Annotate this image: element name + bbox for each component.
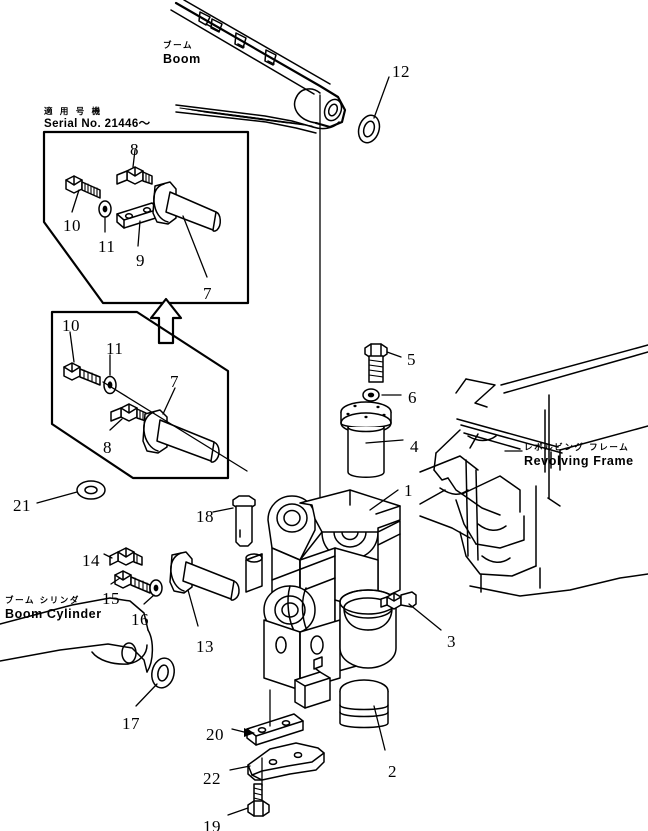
part-2-bushing [339, 679, 389, 751]
callout-17: 17 [122, 714, 140, 733]
part-5-bolt [364, 343, 402, 383]
inset-lower-fastener-8 [109, 403, 147, 431]
serial-number-note: 適 用 号 機 Serial No. 21446～ [44, 107, 151, 131]
inset-lower-bolt-10 [63, 331, 101, 386]
part-17-washer [135, 657, 175, 707]
part-21-washer [36, 480, 106, 504]
callout-8-upper: 8 [130, 140, 139, 159]
part-14-fastener [103, 547, 143, 566]
callout-6: 6 [408, 388, 417, 407]
callout-16: 16 [131, 610, 149, 629]
part-19-bolt [227, 783, 270, 817]
boom-cylinder-graphic [0, 597, 154, 673]
label-boom-en: Boom [163, 51, 201, 66]
callout-11-upper: 11 [98, 237, 116, 256]
part-4-pin [340, 401, 404, 478]
part-16-washer [143, 579, 163, 605]
callout-20: 20 [206, 725, 224, 744]
inset-upper-fastener-8 [116, 149, 153, 185]
callout-21: 21 [13, 496, 31, 515]
bracket-pin-detail [245, 553, 263, 593]
callout-9: 9 [136, 251, 145, 270]
callout-14: 14 [82, 551, 100, 570]
revolving-frame-graphic [419, 344, 648, 597]
inset-upper-bolt-10 [65, 175, 101, 213]
part-6-washer [362, 388, 402, 402]
inset-box-lower [50, 310, 248, 480]
part-22-curved-shim [229, 742, 325, 781]
part-20-shim [231, 713, 304, 746]
callout-8-lower: 8 [103, 438, 112, 457]
callout-10-lower: 10 [62, 316, 80, 335]
inset-lower-pin-7 [142, 387, 220, 463]
part-13-pin [169, 551, 240, 627]
callout-22: 22 [203, 769, 221, 788]
label-revolving-frame-jp: レボルビング フレーム [524, 443, 630, 453]
inset-lower-washer-11 [103, 354, 117, 395]
part-18-pin [212, 495, 256, 547]
callout-10-upper: 10 [63, 216, 81, 235]
label-revolving-frame: レボルビング フレーム Revolving Frame [524, 443, 634, 468]
label-boom-cylinder-en: Boom Cylinder [5, 606, 102, 621]
callout-15: 15 [102, 589, 120, 608]
callout-12: 12 [392, 62, 410, 81]
label-boom-cylinder: ブーム シリンダ Boom Cylinder [5, 596, 102, 621]
inset-upper-washer-11 [98, 200, 112, 233]
label-revolving-frame-en: Revolving Frame [524, 453, 634, 468]
callout-18: 18 [196, 507, 214, 526]
callout-3: 3 [447, 632, 456, 651]
callout-7-upper: 7 [203, 284, 212, 303]
serial-note-jp: 適 用 号 機 [44, 107, 103, 117]
callout-5: 5 [407, 350, 416, 369]
part-1-bracket [263, 489, 401, 709]
transition-arrow-icon [149, 297, 183, 345]
inset-upper-pin-7 [152, 181, 221, 278]
inset-box-upper [42, 130, 250, 305]
serial-note-en: Serial No. 21446～ [44, 117, 151, 130]
callout-13: 13 [196, 637, 214, 656]
bracket-small-bolt [313, 656, 323, 673]
label-boom-jp: ブーム [163, 41, 194, 51]
label-boom-cylinder-jp: ブーム シリンダ [5, 596, 81, 606]
part-15-bolt [110, 570, 151, 594]
callout-4: 4 [410, 437, 419, 456]
callout-2: 2 [388, 762, 397, 781]
callout-1: 1 [404, 481, 413, 500]
callout-11-lower: 11 [106, 339, 124, 358]
part-12-washer [357, 76, 390, 144]
boom-graphic [170, 0, 347, 134]
callout-19: 19 [203, 817, 221, 831]
part-3-grease-fitting [380, 591, 442, 631]
callout-7-lower: 7 [170, 372, 179, 391]
label-boom: ブーム Boom [163, 41, 201, 66]
